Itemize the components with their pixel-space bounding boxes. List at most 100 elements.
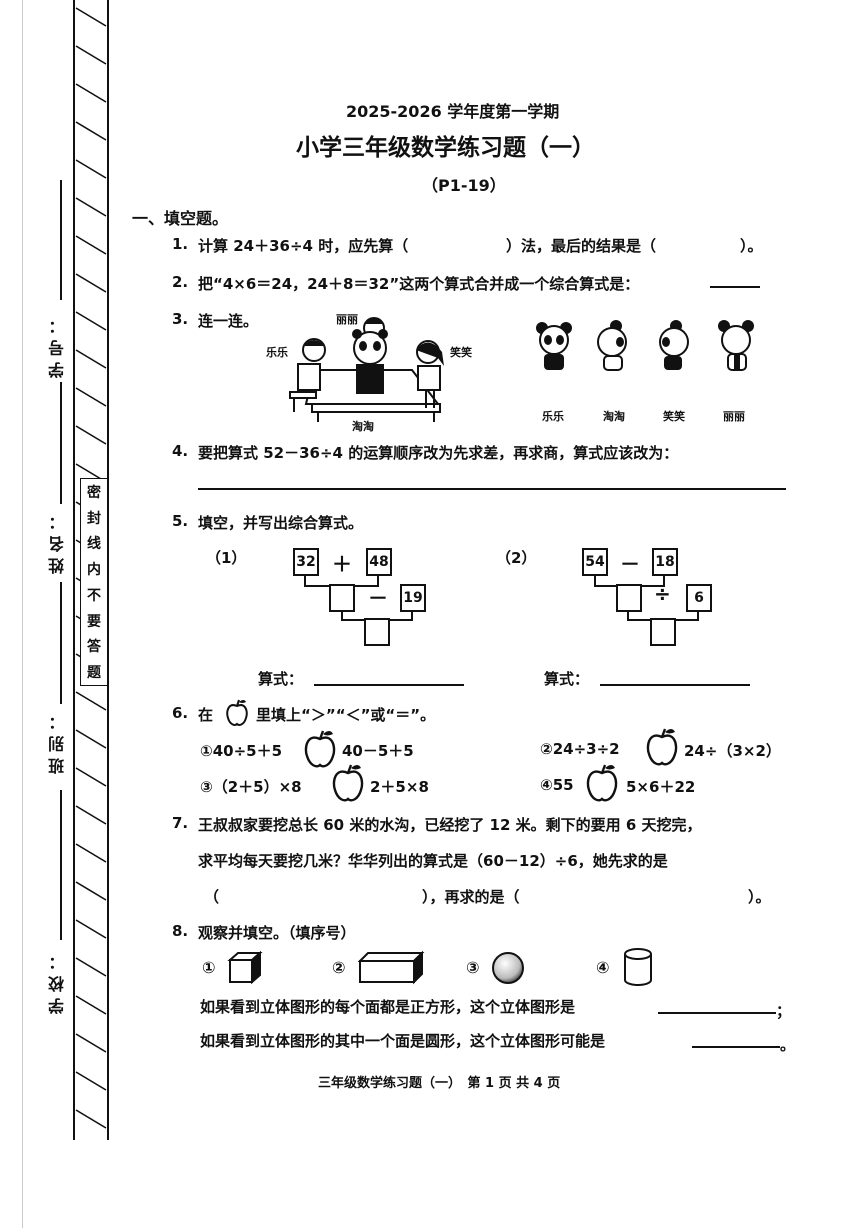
hatch-stroke (75, 7, 107, 27)
q5-part2-op1: － (620, 552, 640, 576)
hatch-stroke (75, 311, 107, 331)
q4-answer-line[interactable] (198, 488, 786, 490)
hatch-stroke (75, 919, 107, 939)
scan-edge-line (22, 0, 23, 1228)
hatch-stroke (75, 881, 107, 901)
hatch-stroke (75, 1033, 107, 1053)
shape-3-label: ③ (466, 958, 480, 977)
class-line[interactable] (60, 582, 62, 704)
panda-front-view-icon (536, 322, 572, 370)
hatch-stroke (75, 1071, 107, 1091)
hatch-stroke (75, 235, 107, 255)
q5-part2-op2: ÷ (654, 582, 671, 606)
q6-item4-apple-answer[interactable] (584, 762, 620, 804)
q5-number: 5. (172, 512, 189, 530)
q7-line2: 求平均每天要挖几米？华华列出的算式是（60－12）÷6，她先求的是 (198, 852, 668, 870)
school-line[interactable] (60, 790, 62, 940)
q6-number: 6. (172, 704, 189, 722)
hatch-stroke (75, 1109, 107, 1129)
page-footer: 三年级数学练习题（一） 第 1 页 共 4 页 (318, 1076, 561, 1091)
q6-item3-left: ③（2＋5）×8 (200, 778, 302, 796)
sphere-icon (492, 952, 524, 984)
term-label: 2025-2026 学年度第一学期 (346, 102, 560, 121)
q7-line3-b: ），再求的是（ (422, 888, 520, 906)
q6-item1-left: ①40÷5＋5 (200, 742, 283, 760)
q2-answer-line[interactable] (710, 286, 760, 288)
q5-part1-blank-2[interactable] (364, 618, 390, 646)
q7-line3-a: （ (204, 888, 220, 906)
q5-part1-number-b: 48 (366, 548, 392, 576)
hatch-stroke (75, 843, 107, 863)
q5-part1-label: （1） (206, 549, 247, 567)
hatch-stroke (75, 197, 107, 217)
panda-label-2: 淘淘 (603, 410, 625, 423)
panda-label-4: 丽丽 (723, 410, 745, 423)
hatch-stroke (75, 387, 107, 407)
q5-part2-number-b: 18 (652, 548, 678, 576)
page-title: 小学三年级数学练习题（一） (296, 135, 595, 161)
q8-line2-end: 。 (780, 1036, 796, 1054)
panda-back-view-icon (718, 320, 754, 371)
shape-4-label: ④ (596, 958, 610, 977)
hatch-stroke (75, 767, 107, 787)
q4-text: 要把算式 52－36÷4 的运算顺序改为先求差，再求商，算式应该改为： (198, 444, 679, 462)
q5-part2-blank-2[interactable] (650, 618, 676, 646)
q5-part2-formula-line[interactable] (600, 684, 750, 686)
q8-answer-line-1[interactable] (658, 1012, 776, 1014)
q7-blank-1[interactable] (222, 882, 422, 906)
q5-part1-formula-line[interactable] (314, 684, 464, 686)
hatch-stroke (75, 691, 107, 711)
binding-margin-hatching (73, 0, 109, 1140)
shape-2-label: ② (332, 958, 346, 977)
hatch-stroke (75, 805, 107, 825)
panda-side-view-icon (659, 320, 689, 370)
q5-part1-number-c: 19 (400, 584, 426, 612)
student-no-label: 学号： (48, 312, 67, 378)
seal-line-notice: 密封 线内 不要 答题 (80, 478, 108, 686)
q7-line3-c: ）。 (748, 888, 771, 906)
q7-line1: 王叔叔家要挖总长 60 米的水沟，已经挖了 12 米。剩下的要用 6 天挖完， (198, 816, 702, 834)
q8-answer-line-2[interactable] (692, 1046, 780, 1048)
q4-number: 4. (172, 442, 189, 460)
q1-blank-2[interactable] (690, 232, 738, 254)
q6-item4-left: ④55 (540, 776, 574, 794)
school-label: 学校： (48, 948, 67, 1014)
q1-blank-1[interactable] (446, 232, 504, 254)
q2-number: 2. (172, 273, 189, 291)
hatch-stroke (75, 957, 107, 977)
q5-part2-number-c: 6 (686, 584, 712, 612)
q6-item2-right: 24÷（3×2） (684, 742, 781, 760)
q6-item3-right: 2＋5×8 (370, 778, 429, 796)
q7-blank-2[interactable] (552, 882, 748, 906)
hatch-stroke (75, 45, 107, 65)
q1-text-c: ）。 (740, 237, 763, 255)
hatch-stroke (75, 159, 107, 179)
cube-icon (227, 950, 263, 985)
q6-item1-apple-answer[interactable] (302, 728, 338, 770)
hatch-stroke (75, 995, 107, 1015)
q5-part2-formula-label: 算式： (544, 670, 590, 688)
hatch-stroke (75, 121, 107, 141)
q8-line1: 如果看到立体图形的每个面都是正方形，这个立体图形是 (200, 998, 576, 1016)
name-line[interactable] (60, 382, 62, 504)
q6-item2-apple-answer[interactable] (644, 726, 680, 768)
q8-line1-end: ； (776, 1002, 792, 1020)
q5-part1-blank-1[interactable] (329, 584, 355, 612)
q1-number: 1. (172, 235, 189, 253)
q6-item3-apple-answer[interactable] (330, 762, 366, 804)
hatch-stroke (75, 425, 107, 445)
section-heading: 一、填空题。 (132, 209, 229, 228)
q3-text: 连一连。 (198, 312, 259, 330)
student-no-line[interactable] (60, 180, 62, 300)
class-label: 班别： (48, 708, 67, 774)
q5-text: 填空，并写出综合算式。 (198, 514, 364, 532)
q6-item2-left: ②24÷3÷2 (540, 740, 620, 758)
q6-text-b: 里填上“＞”“＜”或“＝”。 (256, 706, 436, 724)
q3-number: 3. (172, 310, 189, 328)
shape-1-label: ① (202, 958, 216, 977)
q5-part2-blank-1[interactable] (616, 584, 642, 612)
panda-label-3: 笑笑 (663, 410, 685, 423)
q2-text: 把“4×6＝24，24＋8＝32”这两个算式合并成一个综合算式是： (198, 275, 640, 293)
q5-part1-op2: － (368, 586, 388, 610)
panda-views (536, 320, 754, 371)
